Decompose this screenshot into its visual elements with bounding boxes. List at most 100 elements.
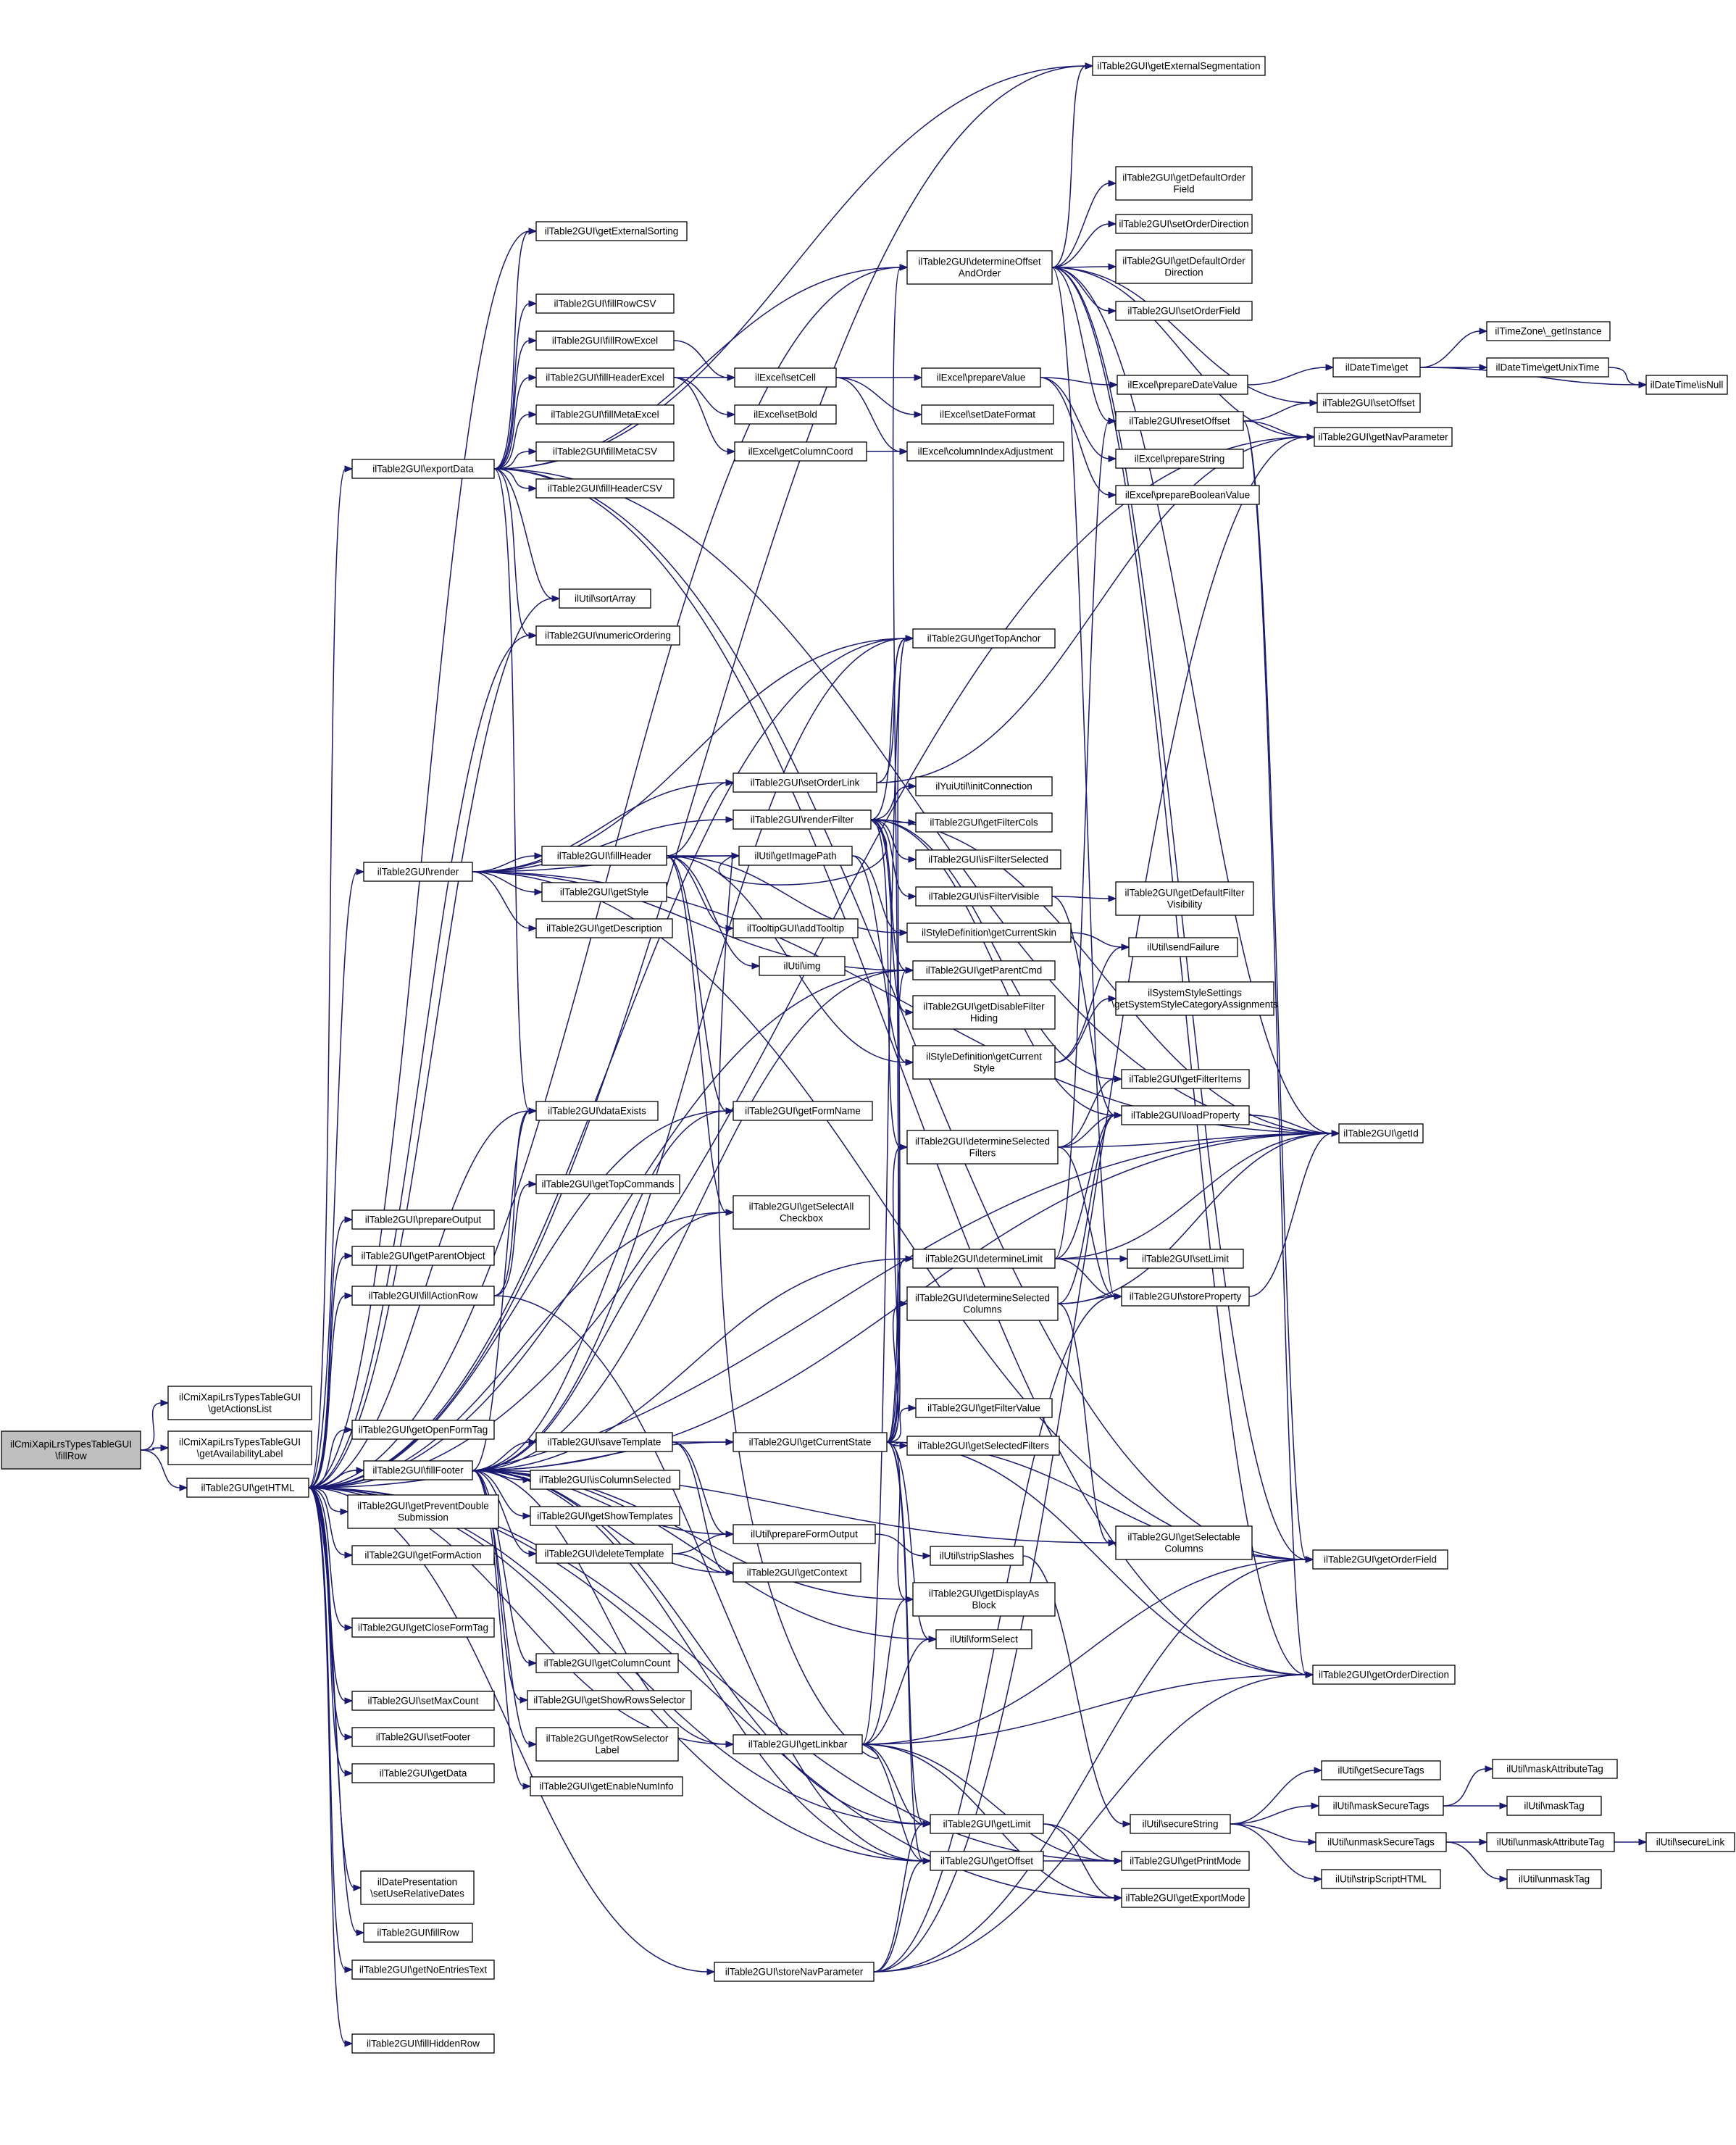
node-fillHeader[interactable]: ilTable2GUI\fillHeader xyxy=(541,846,667,866)
node-setOffset[interactable]: ilTable2GUI\setOffset xyxy=(1316,393,1421,413)
node-unmaskAttributeTag[interactable]: ilUtil\unmaskAttributeTag xyxy=(1486,1832,1615,1852)
node-getEnableNumInfo[interactable]: ilTable2GUI\getEnableNumInfo xyxy=(530,1776,683,1796)
node-setOrderLink[interactable]: ilTable2GUI\setOrderLink xyxy=(733,772,877,793)
node-maskAttributeTag[interactable]: ilUtil\maskAttributeTag xyxy=(1492,1759,1618,1779)
node-fillActionRow[interactable]: ilTable2GUI\fillActionRow xyxy=(351,1286,495,1306)
node-dataExists[interactable]: ilTable2GUI\dataExists xyxy=(535,1101,659,1121)
node-stripSlashes[interactable]: ilUtil\stripSlashes xyxy=(930,1546,1024,1566)
node-fillHeaderExcel[interactable]: ilTable2GUI\fillHeaderExcel xyxy=(535,367,675,388)
node-getExportMode[interactable]: ilTable2GUI\getExportMode xyxy=(1121,1888,1250,1908)
node-deleteTemplate[interactable]: ilTable2GUI\deleteTemplate xyxy=(535,1544,673,1564)
node-setCell[interactable]: ilExcel\setCell xyxy=(734,367,837,388)
node-formSelect[interactable]: ilUtil\formSelect xyxy=(935,1629,1032,1649)
node-getOrderField[interactable]: ilTable2GUI\getOrderField xyxy=(1312,1549,1448,1570)
node-initConnection[interactable]: ilYuiUtil\initConnection xyxy=(915,776,1053,796)
node-setOrderDirection[interactable]: ilTable2GUI\setOrderDirection xyxy=(1115,214,1253,234)
node-getData[interactable]: ilTable2GUI\getData xyxy=(351,1763,495,1783)
node-getAvailabilityLabel[interactable]: ilCmiXapiLrsTypesTableGUI\getAvailabilit… xyxy=(167,1430,312,1465)
node-getParentObject[interactable]: ilTable2GUI\getParentObject xyxy=(351,1246,495,1266)
node-getExternalSorting[interactable]: ilTable2GUI\getExternalSorting xyxy=(535,221,688,241)
node-getId[interactable]: ilTable2GUI\getId xyxy=(1338,1123,1424,1144)
node-numericOrdering[interactable]: ilTable2GUI\numericOrdering xyxy=(535,625,680,646)
node-fillRowCSV[interactable]: ilTable2GUI\fillRowCSV xyxy=(535,293,675,314)
node-fillHeaderCSV[interactable]: ilTable2GUI\fillHeaderCSV xyxy=(535,478,675,499)
node-getColumnCoord[interactable]: ilExcel\getColumnCoord xyxy=(734,441,867,462)
node-getInstance[interactable]: ilTimeZone\_getInstance xyxy=(1486,321,1611,341)
node-fillFooter[interactable]: ilTable2GUI\fillFooter xyxy=(363,1460,473,1480)
node-maskSecureTags[interactable]: ilUtil\maskSecureTags xyxy=(1318,1796,1444,1816)
node-prepareOutput[interactable]: ilTable2GUI\prepareOutput xyxy=(351,1209,495,1230)
node-getStyle[interactable]: ilTable2GUI\getStyle xyxy=(541,882,667,902)
node-getHTML[interactable]: ilTable2GUI\getHTML xyxy=(186,1478,309,1498)
node-addTooltip[interactable]: ilTooltipGUI\addTooltip xyxy=(733,918,859,938)
node-dtGet[interactable]: ilDateTime\get xyxy=(1332,357,1421,378)
node-fillRow[interactable]: ilCmiXapiLrsTypesTableGUI\fillRow xyxy=(1,1430,141,1470)
node-getOrderDirection[interactable]: ilTable2GUI\getOrderDirection xyxy=(1312,1665,1456,1685)
node-columnIndexAdjustment[interactable]: ilExcel\columnIndexAdjustment xyxy=(906,441,1064,462)
node-getLimit[interactable]: ilTable2GUI\getLimit xyxy=(930,1814,1044,1834)
node-unmaskSecureTags[interactable]: ilUtil\unmaskSecureTags xyxy=(1315,1832,1447,1852)
node-storeNavParameter[interactable]: ilTable2GUI\storeNavParameter xyxy=(714,1962,875,1982)
node-exportData[interactable]: ilTable2GUI\exportData xyxy=(351,459,495,479)
node-setMaxCount[interactable]: ilTable2GUI\setMaxCount xyxy=(351,1691,495,1711)
node-getOpenFormTag[interactable]: ilTable2GUI\getOpenFormTag xyxy=(351,1420,495,1440)
node-getFormName[interactable]: ilTable2GUI\getFormName xyxy=(733,1101,873,1121)
node-resetOffset[interactable]: ilTable2GUI\resetOffset xyxy=(1115,411,1244,431)
node-prepareFormOutput[interactable]: ilUtil\prepareFormOutput xyxy=(733,1524,876,1544)
node-secureString[interactable]: ilUtil\secureString xyxy=(1130,1814,1231,1834)
node-img[interactable]: ilUtil\img xyxy=(759,956,846,976)
node-getTopCommands[interactable]: ilTable2GUI\getTopCommands xyxy=(535,1174,680,1194)
node-getFilterCols[interactable]: ilTable2GUI\getFilterCols xyxy=(915,812,1053,833)
node-getDescription[interactable]: ilTable2GUI\getDescription xyxy=(535,918,673,938)
node-saveTemplate[interactable]: ilTable2GUI\saveTemplate xyxy=(535,1432,673,1452)
node-getCloseFormTag[interactable]: ilTable2GUI\getCloseFormTag xyxy=(351,1617,495,1638)
node-getLinkbar[interactable]: ilTable2GUI\getLinkbar xyxy=(733,1734,863,1754)
node-getPrintMode[interactable]: ilTable2GUI\getPrintMode xyxy=(1121,1851,1250,1871)
node-getActionsList[interactable]: ilCmiXapiLrsTypesTableGUI\getActionsList xyxy=(167,1386,312,1420)
node-secureLink[interactable]: ilUtil\secureLink xyxy=(1645,1832,1735,1852)
node-setDateFormat[interactable]: ilExcel\setDateFormat xyxy=(921,404,1054,425)
node-determineLimit[interactable]: ilTable2GUI\determineLimit xyxy=(912,1249,1056,1269)
node-sendFailure[interactable]: ilUtil\sendFailure xyxy=(1128,937,1238,957)
node-sortArray[interactable]: ilUtil\sortArray xyxy=(559,588,651,609)
node-getOffset[interactable]: ilTable2GUI\getOffset xyxy=(930,1851,1044,1871)
node-getFilterValue[interactable]: ilTable2GUI\getFilterValue xyxy=(915,1398,1053,1418)
node-setBold[interactable]: ilExcel\setBold xyxy=(734,404,837,425)
node-fillRowExcel[interactable]: ilTable2GUI\fillRowExcel xyxy=(535,330,675,351)
node-fillMetaExcel[interactable]: ilTable2GUI\fillMetaExcel xyxy=(535,404,675,425)
node-setOrderField[interactable]: ilTable2GUI\setOrderField xyxy=(1115,301,1253,321)
node-getCurrentState[interactable]: ilTable2GUI\getCurrentState xyxy=(733,1432,888,1452)
node-maskTag[interactable]: ilUtil\maskTag xyxy=(1506,1796,1602,1816)
node-getSecureTags[interactable]: ilUtil\getSecureTags xyxy=(1321,1760,1441,1780)
node-loadProperty[interactable]: ilTable2GUI\loadProperty xyxy=(1121,1105,1250,1125)
node-renderFilter[interactable]: ilTable2GUI\renderFilter xyxy=(733,809,872,830)
node-fillMetaCSV[interactable]: ilTable2GUI\fillMetaCSV xyxy=(535,441,675,462)
node-getParentCmd[interactable]: ilTable2GUI\getParentCmd xyxy=(912,960,1056,980)
node-getSelectedFilters[interactable]: ilTable2GUI\getSelectedFilters xyxy=(906,1436,1060,1456)
node-prepareDateValue[interactable]: ilExcel\prepareDateValue xyxy=(1117,375,1248,395)
node-prepareString[interactable]: ilExcel\prepareString xyxy=(1115,449,1244,469)
node-setUseRelativeDates[interactable]: ilDatePresentation\setUseRelativeDates xyxy=(360,1870,475,1905)
node-prepareValue[interactable]: ilExcel\prepareValue xyxy=(921,367,1041,388)
node-setLimit[interactable]: ilTable2GUI\setLimit xyxy=(1127,1249,1244,1269)
node-isFilterSelected[interactable]: ilTable2GUI\isFilterSelected xyxy=(915,849,1061,870)
node-render[interactable]: ilTable2GUI\render xyxy=(363,862,473,882)
node-getSystemStyleCategoryAssignments[interactable]: ilSystemStyleSettings\getSystemStyleCate… xyxy=(1111,981,1278,1016)
node-getTopAnchor[interactable]: ilTable2GUI\getTopAnchor xyxy=(912,628,1056,649)
node-isFilterVisible[interactable]: ilTable2GUI\isFilterVisible xyxy=(915,886,1053,907)
node-storeProperty[interactable]: ilTable2GUI\storeProperty xyxy=(1121,1286,1250,1307)
node-setFooter[interactable]: ilTable2GUI\setFooter xyxy=(351,1727,495,1747)
node-isNull[interactable]: ilDateTime\isNull xyxy=(1645,375,1728,395)
node-getShowTemplates[interactable]: ilTable2GUI\getShowTemplates xyxy=(530,1506,680,1526)
node-isColumnSelected[interactable]: ilTable2GUI\isColumnSelected xyxy=(530,1470,680,1490)
node-getContext[interactable]: ilTable2GUI\getContext xyxy=(733,1562,861,1583)
